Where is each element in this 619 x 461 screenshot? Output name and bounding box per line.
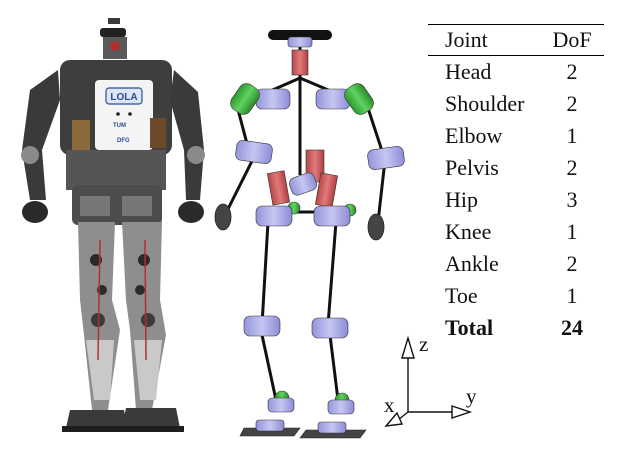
table-row: Pelvis 2 <box>428 152 604 184</box>
robot-feet <box>62 408 184 432</box>
right-ankle-joint-b <box>327 399 355 415</box>
robot-hips <box>72 185 162 225</box>
left-shoulder-joint-a <box>255 88 291 110</box>
head-joints <box>268 30 332 76</box>
x-axis-arrow <box>384 411 404 427</box>
joint-dof: 2 <box>566 59 578 84</box>
joint-dof: 1 <box>566 283 578 308</box>
right-elbow-joint <box>367 146 405 170</box>
head-joint-pan <box>287 36 313 48</box>
shoulder-joints <box>230 83 374 115</box>
pelvis-joint-b <box>289 172 317 196</box>
dof-column-header: DoF <box>552 27 592 52</box>
joint-dof: 2 <box>566 91 578 116</box>
total-row: Total 24 <box>428 312 604 344</box>
table-row: Knee 1 <box>428 216 604 248</box>
joint-dof: 1 <box>566 123 578 148</box>
robot-arms <box>21 70 205 223</box>
table-row: Toe 1 <box>428 280 604 312</box>
joint-dof: 2 <box>566 155 578 180</box>
right-knee-joint <box>311 317 349 339</box>
joint-name: Toe <box>445 283 478 308</box>
robot-logo-sub1: TUM <box>113 123 126 129</box>
right-hand <box>367 213 385 241</box>
ankle-joints <box>267 390 355 415</box>
left-shoulder-joint-b <box>230 83 260 115</box>
y-axis-arrow <box>451 405 473 419</box>
dof-table-header: Joint DoF <box>428 24 604 56</box>
robot-logo-text: LOLA <box>110 92 137 103</box>
y-axis-label: y <box>466 384 477 408</box>
joint-name: Pelvis <box>445 155 499 180</box>
dof-table: Joint DoF Head 2 Shoulder 2 Elbow 1 Pelvis 2… <box>428 24 604 344</box>
left-elbow-joint <box>235 140 273 164</box>
robot-legs <box>78 222 166 410</box>
robot-logo-sub2: DFG <box>117 138 130 144</box>
joint-name: Shoulder <box>445 91 525 116</box>
joint-name: Ankle <box>445 251 499 276</box>
coordinate-frame: z x y <box>384 332 477 427</box>
left-hand <box>214 203 232 231</box>
table-row: Elbow 1 <box>428 120 604 152</box>
knee-joints <box>243 315 349 339</box>
table-row: Ankle 2 <box>428 248 604 280</box>
table-row: Head 2 <box>428 56 604 89</box>
table-row: Hip 3 <box>428 184 604 216</box>
elbow-joints <box>214 140 405 241</box>
total-label: Total <box>445 315 494 340</box>
right-shoulder-joint-b <box>344 83 374 115</box>
robot-torso: LOLA TUM DFG <box>60 60 172 190</box>
hip-joints <box>255 170 357 227</box>
joint-dof: 1 <box>566 219 578 244</box>
joint-name: Elbow <box>445 123 503 148</box>
left-hip-joint-a <box>266 170 290 206</box>
x-axis-label: x <box>384 393 395 417</box>
left-toe-joint <box>255 419 285 432</box>
left-ankle-joint-b <box>267 397 295 413</box>
toe-joints <box>239 419 367 439</box>
joint-name: Hip <box>445 187 478 212</box>
joint-column-header: Joint <box>445 27 488 52</box>
joint-dof: 3 <box>566 187 578 212</box>
head-sensor-bar <box>268 30 332 40</box>
joint-name: Head <box>445 59 492 84</box>
robot-head <box>100 18 127 59</box>
table-row: Shoulder 2 <box>428 88 604 120</box>
total-dof: 24 <box>561 315 583 340</box>
joint-dof: 2 <box>566 251 578 276</box>
right-toe-joint <box>317 421 347 434</box>
z-axis-label: z <box>419 332 428 356</box>
head-joint-tilt <box>291 49 309 76</box>
right-hip-joint-c <box>313 205 351 227</box>
left-knee-joint <box>243 315 281 337</box>
robot-photo: LOLA TUM DFG <box>21 18 205 432</box>
z-axis-arrow <box>401 335 415 359</box>
pelvis-joints <box>289 149 325 196</box>
joint-name: Knee <box>445 219 492 244</box>
left-hip-joint-c <box>255 205 293 227</box>
